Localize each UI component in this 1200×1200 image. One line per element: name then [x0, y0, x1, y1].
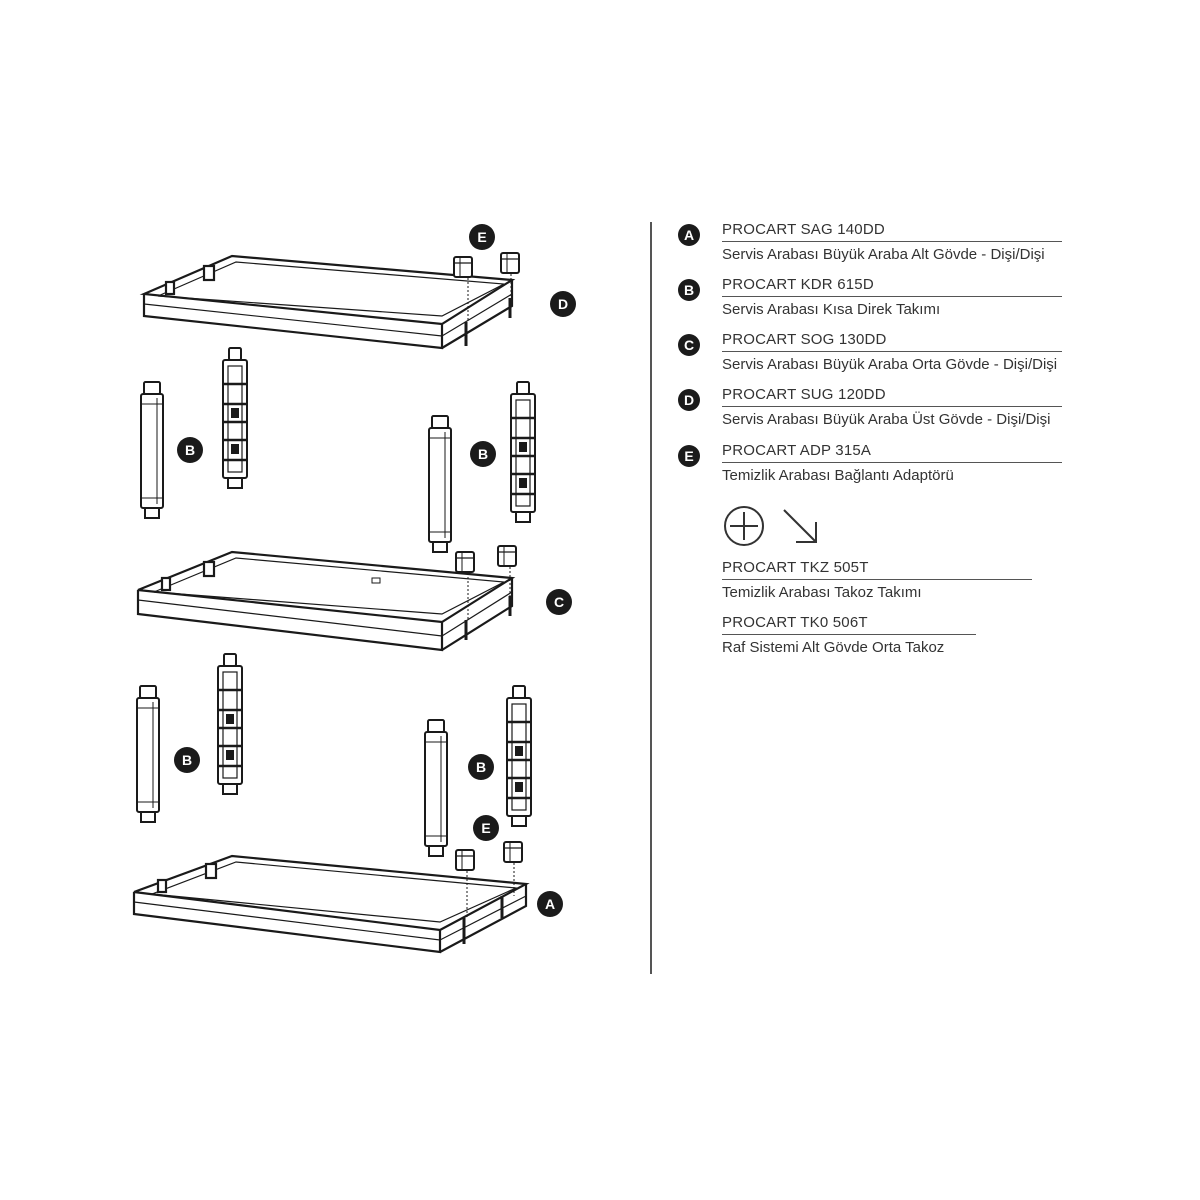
adapter-e [503, 841, 523, 863]
svg-text:B: B [182, 752, 192, 768]
adapter-e [455, 849, 475, 871]
svg-text:C: C [554, 594, 564, 610]
accessory-code: PROCART TKZ 505T [722, 559, 869, 576]
adapter-e [497, 545, 517, 567]
accessory-symbols [724, 506, 817, 546]
short-leg-b [424, 719, 448, 857]
svg-text:E: E [481, 820, 490, 836]
adapter-e [500, 252, 520, 274]
letter-badge: C [678, 334, 700, 356]
short-leg-b [428, 415, 452, 553]
letter-badge: D [678, 389, 700, 411]
accessory-code: PROCART TK0 506T [722, 614, 868, 631]
plus-circle-icon [724, 506, 764, 546]
svg-text:A: A [545, 896, 555, 912]
adapter-e [453, 256, 473, 278]
part-code: PROCART SAG 140DD [722, 221, 885, 238]
underline [722, 462, 1062, 463]
part-code: PROCART ADP 315A [722, 442, 872, 459]
letter-badge: B [678, 279, 700, 301]
accessory-description: Raf Sistemi Alt Gövde Orta Takoz [722, 639, 945, 656]
callout-d: D [550, 291, 576, 317]
middle-body-c [136, 550, 516, 652]
underline [722, 579, 1032, 580]
underline [722, 634, 976, 635]
svg-text:B: B [185, 442, 195, 458]
part-description: Servis Arabası Büyük Araba Alt Gövde - D… [722, 246, 1045, 263]
underline [722, 296, 1062, 297]
part-description: Temizlik Arabası Bağlantı Adaptörü [722, 467, 954, 484]
svg-text:B: B [478, 446, 488, 462]
callout-b: B [174, 747, 200, 773]
short-leg-b [509, 380, 537, 524]
svg-text:D: D [558, 296, 568, 312]
callout-b: B [177, 437, 203, 463]
adapter-e [455, 551, 475, 573]
callout-a: A [537, 891, 563, 917]
part-code: PROCART KDR 615D [722, 276, 874, 293]
short-leg-b [221, 346, 249, 490]
accessory-description: Temizlik Arabası Takoz Takımı [722, 584, 922, 601]
part-code: PROCART SOG 130DD [722, 331, 887, 348]
part-description: Servis Arabası Kısa Direk Takımı [722, 301, 941, 318]
arrow-down-right-icon [783, 509, 817, 543]
top-body-d [139, 254, 516, 350]
underline [722, 241, 1062, 242]
underline [722, 351, 1062, 352]
callout-b: B [468, 754, 494, 780]
part-description: Servis Arabası Büyük Araba Üst Gövde - D… [722, 411, 1051, 428]
short-leg-b [140, 381, 164, 519]
part-description: Servis Arabası Büyük Araba Orta Gövde - … [722, 356, 1058, 373]
callout-e-bottom: E [473, 815, 499, 841]
callout-b: B [470, 441, 496, 467]
short-leg-b [136, 685, 160, 823]
letter-badge: A [678, 224, 700, 246]
letter-badge: E [678, 445, 700, 467]
short-leg-b [216, 652, 244, 796]
svg-text:B: B [476, 759, 486, 775]
callout-c: C [546, 589, 572, 615]
underline [722, 406, 1062, 407]
part-code: PROCART SUG 120DD [722, 386, 886, 403]
bottom-body-a [132, 854, 530, 954]
svg-text:E: E [477, 229, 486, 245]
vertical-divider [650, 222, 652, 974]
callout-e-top: E [469, 224, 495, 250]
guide-lines [466, 274, 515, 918]
short-leg-b [505, 684, 533, 828]
